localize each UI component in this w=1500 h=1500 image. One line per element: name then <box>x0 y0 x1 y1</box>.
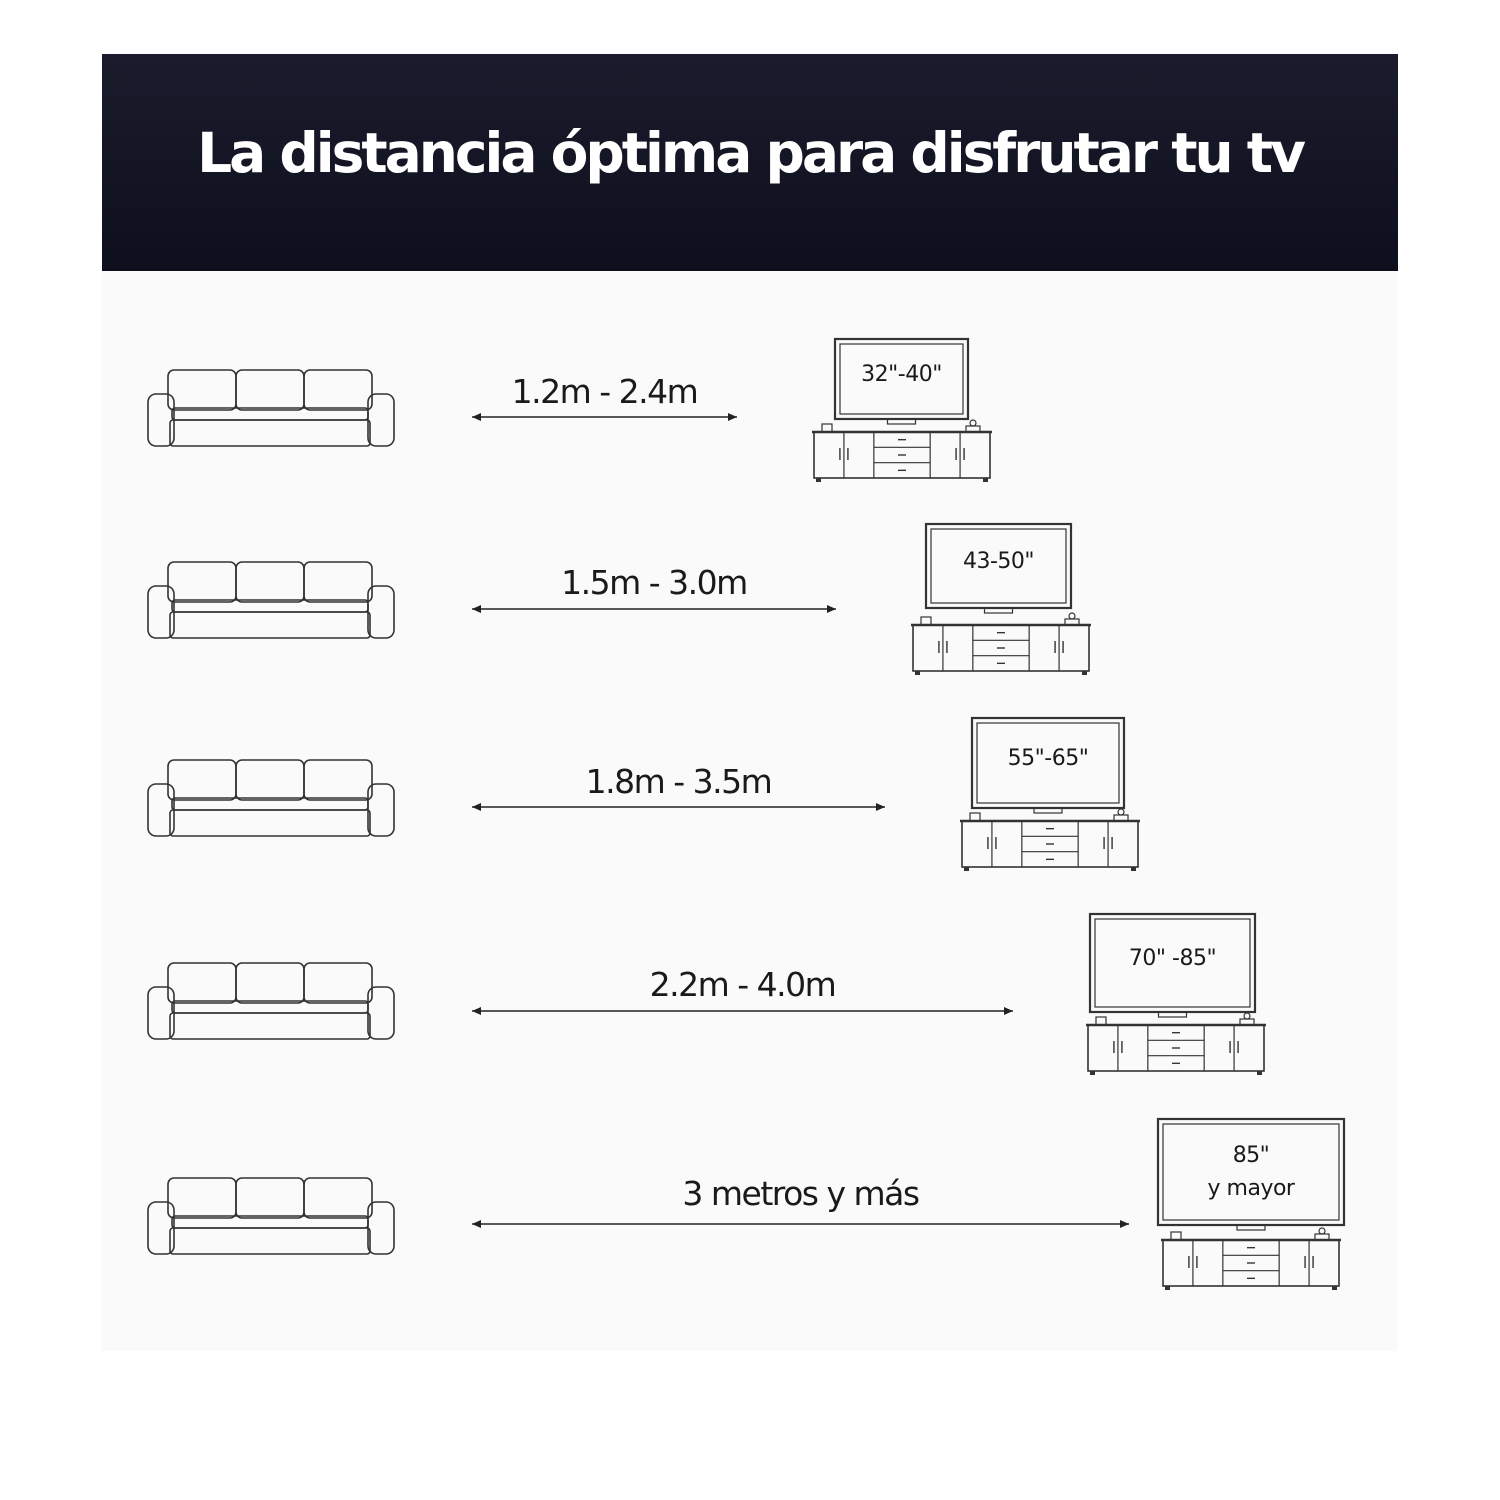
tv-size-label: 55"-65" <box>1008 746 1089 771</box>
distance-label: 3 metros y más <box>682 1174 918 1213</box>
distance-row: 3 metros y más 85" y mayor <box>147 1117 1346 1290</box>
tv-size-label: 43-50" <box>963 549 1034 574</box>
sofa-icon <box>147 962 395 1040</box>
tv-icon <box>924 522 1073 614</box>
tv-size-extra-label: y mayor <box>1208 1176 1296 1201</box>
distance-label: 1.8m - 3.5m <box>586 762 772 801</box>
double-arrow-icon <box>472 413 737 421</box>
distance-row: 2.2m - 4.0m 70" -85" <box>147 912 1266 1075</box>
tv-icon <box>1088 912 1257 1018</box>
distance-row: 1.8m - 3.5m 55"-65" <box>147 716 1140 871</box>
tv-icon <box>833 337 970 425</box>
distance-label: 1.5m - 3.0m <box>561 563 747 602</box>
title-banner: La distancia óptima para disfrutar tu tv <box>102 54 1398 271</box>
tv-stand-icon <box>911 612 1091 675</box>
tv-size-label: 70" -85" <box>1129 946 1216 971</box>
tv-stand-icon <box>1161 1227 1341 1290</box>
tv-stand-icon <box>1086 1012 1266 1075</box>
tv-icon <box>970 716 1126 814</box>
tv-icon <box>1156 1117 1346 1231</box>
double-arrow-icon <box>472 1007 1013 1015</box>
sofa-icon <box>147 1177 395 1255</box>
tv-stand-icon <box>812 419 992 482</box>
double-arrow-icon <box>472 1220 1129 1228</box>
distance-row: 1.2m - 2.4m 32"-40" <box>147 337 992 482</box>
sofa-icon <box>147 561 395 639</box>
sofa-icon <box>147 759 395 837</box>
tv-size-label: 32"-40" <box>861 362 942 387</box>
double-arrow-icon <box>472 605 836 613</box>
distance-label: 1.2m - 2.4m <box>512 372 698 411</box>
distance-label: 2.2m - 4.0m <box>650 965 836 1004</box>
double-arrow-icon <box>472 803 885 811</box>
diagram-panel <box>102 271 1398 1351</box>
page-title: La distancia óptima para disfrutar tu tv <box>197 120 1306 185</box>
distance-row: 1.5m - 3.0m 43-50" <box>147 522 1091 675</box>
tv-stand-icon <box>960 808 1140 871</box>
sofa-icon <box>147 369 395 447</box>
tv-size-label: 85" <box>1233 1143 1270 1168</box>
